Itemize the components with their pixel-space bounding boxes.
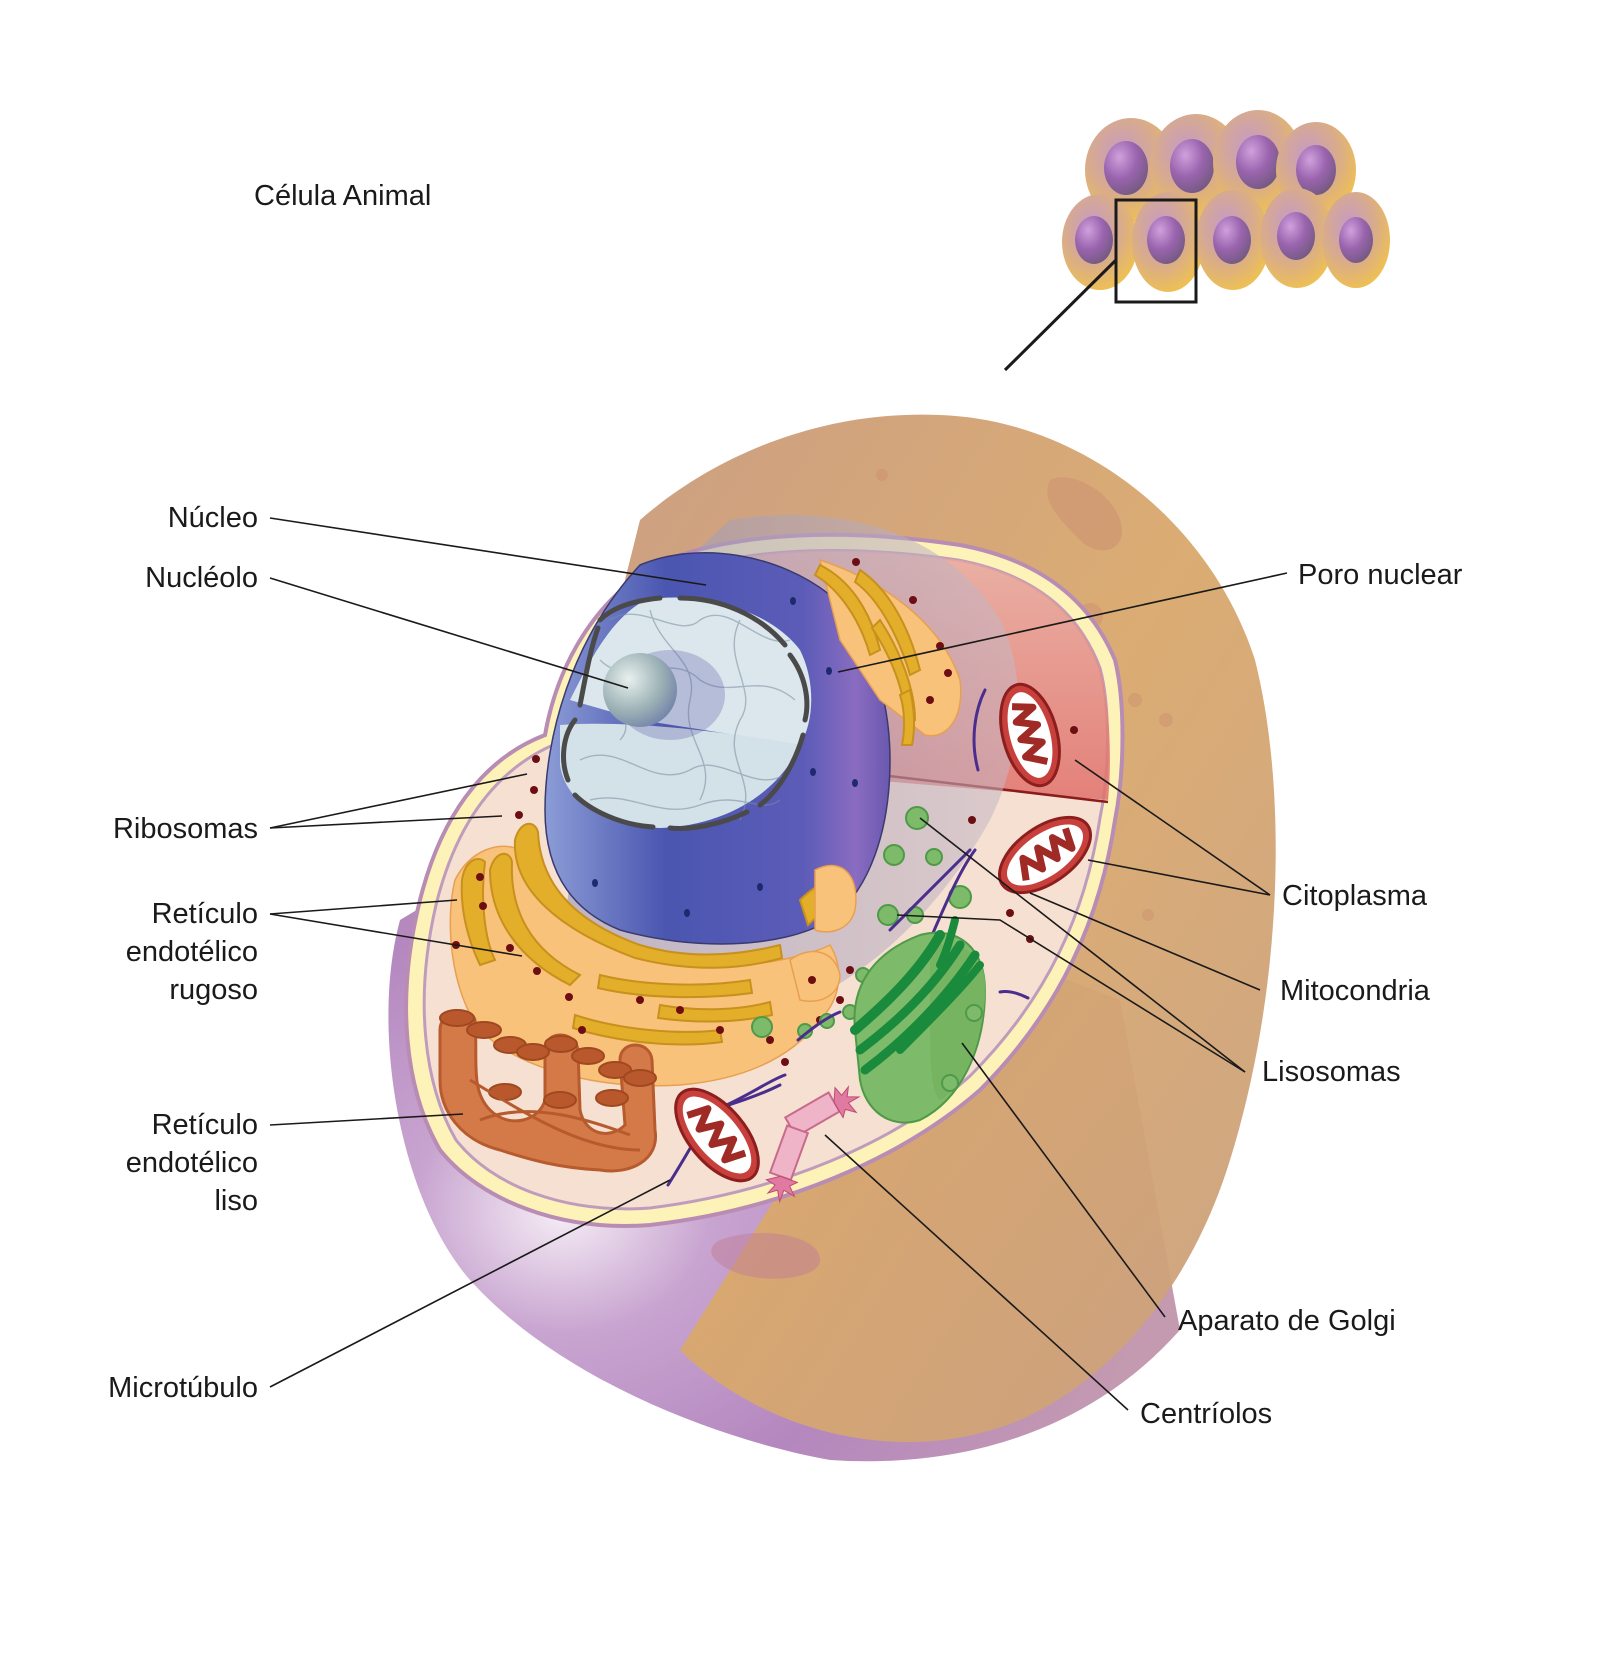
leader-nucleo [269, 517, 707, 586]
leader-ser [269, 1113, 464, 1126]
label-ser-line1: Retículo [152, 1109, 258, 1141]
leader-ribosomas-2 [269, 815, 503, 829]
leader-golgi [961, 1042, 1166, 1318]
leader-lines [269, 517, 1288, 1411]
tissue-inset [1003, 110, 1390, 372]
leader-citoplasma-1 [1074, 759, 1271, 896]
mitochondrion [997, 815, 1093, 895]
lysosomes [751, 806, 972, 1039]
magnify-line [1003, 258, 1118, 372]
label-mitocondria: Mitocondria [1280, 975, 1431, 1007]
label-rer-line1: Retículo [152, 898, 258, 930]
label-poro-nuclear: Poro nuclear [1298, 559, 1463, 591]
leader-poro [837, 572, 1288, 673]
label-nucleolo: Nucléolo [145, 562, 258, 594]
leader-mitocondria [1029, 892, 1261, 991]
rough-er-upper [813, 558, 962, 746]
leader-nucleolo [269, 577, 629, 689]
leader-microtubulo [269, 1179, 671, 1388]
nuclear-pores [592, 597, 858, 917]
label-ribosomas: Ribosomas [113, 813, 258, 845]
nucleus [544, 552, 891, 945]
inset-cell [1322, 192, 1390, 288]
leader-rer-1 [269, 899, 458, 915]
label-ser-line3: liso [214, 1185, 258, 1217]
leader-rer-2 [269, 913, 523, 957]
inset-cell [1260, 188, 1334, 288]
diagram-title: Célula Animal [254, 180, 431, 212]
label-rer-line2: endotélico [126, 936, 258, 968]
mitochondria [674, 682, 1093, 1183]
label-lisosomas: Lisosomas [1262, 1056, 1401, 1088]
nucleolus [603, 653, 677, 727]
mitochondrion [999, 682, 1061, 788]
leader-centriolos [824, 1134, 1129, 1411]
inner-nuclear-membrane [561, 595, 810, 831]
label-nucleo: Núcleo [168, 502, 258, 534]
leader-citoplasma-2 [1087, 859, 1271, 896]
mitochondrion [674, 1087, 760, 1183]
magnify-box [1114, 198, 1198, 304]
label-ser-line2: endotélico [126, 1147, 258, 1179]
label-microtubulo: Microtúbulo [108, 1372, 258, 1404]
leader-lisosomas-1 [919, 817, 1246, 1073]
inset-cell [1132, 192, 1204, 292]
leader-ribosomas-1 [269, 773, 528, 829]
centrioles [765, 1085, 861, 1204]
golgi-apparatus [850, 916, 987, 1124]
smooth-er [438, 1009, 657, 1173]
label-rer-line3: rugoso [169, 974, 258, 1006]
rough-er-lower [449, 822, 857, 1087]
label-golgi: Aparato de Golgi [1178, 1305, 1396, 1337]
leader-lisosomas-2 [896, 914, 1246, 1073]
label-citoplasma: Citoplasma [1282, 880, 1428, 912]
inset-cell [1196, 190, 1270, 290]
label-centriolos: Centríolos [1140, 1398, 1272, 1430]
inset-cell [1062, 194, 1138, 290]
